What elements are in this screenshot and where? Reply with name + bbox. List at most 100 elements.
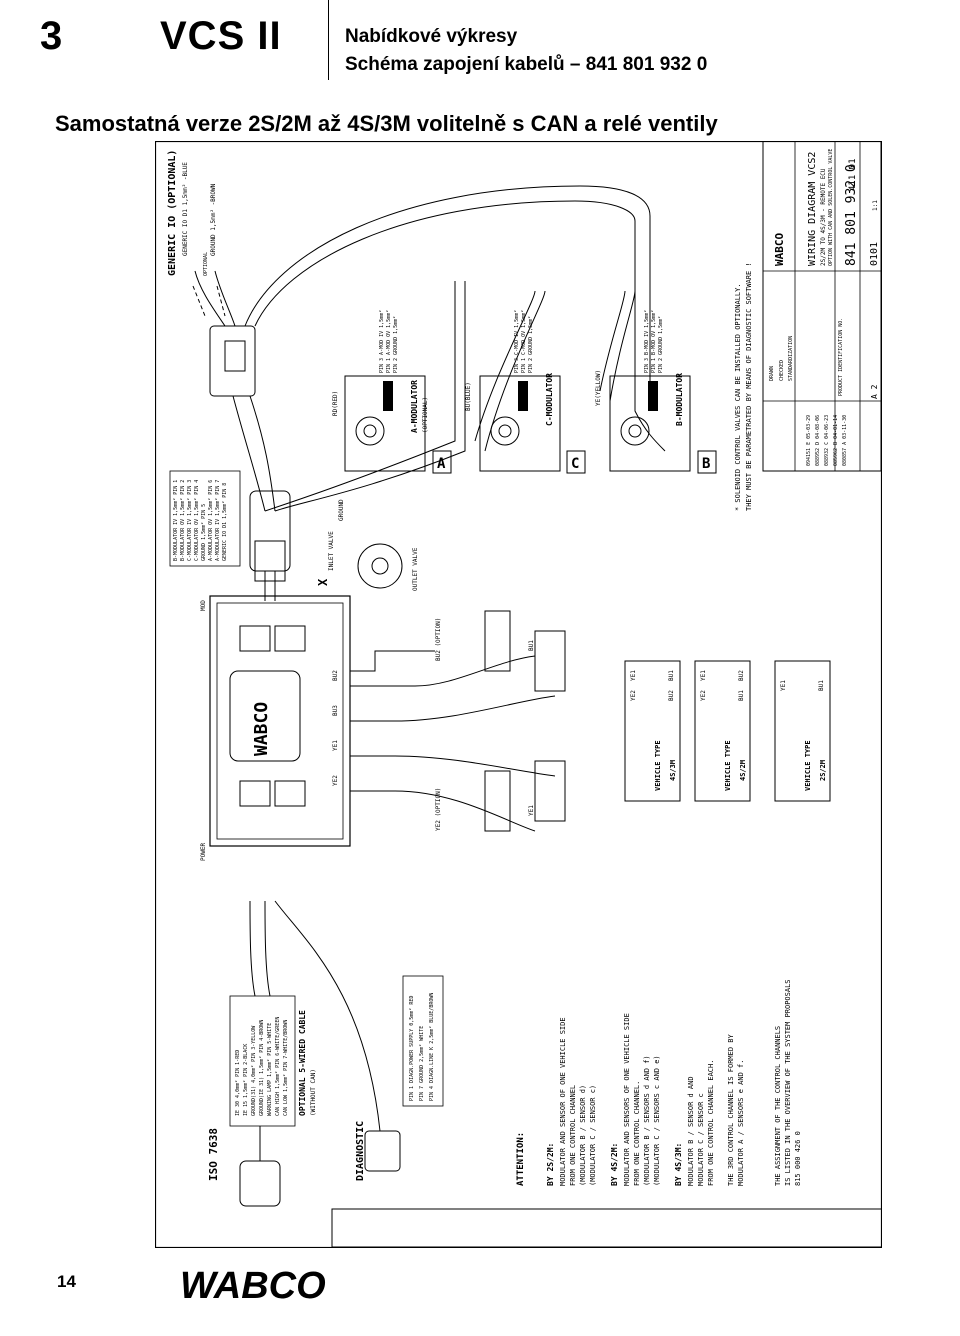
mod-pin-8: GENERIC IO D1 1,5mm² PIN 8 (222, 483, 228, 561)
attention-block-3-line-11: 815 000 426 0 (794, 1131, 802, 1186)
iso-title: ISO 7638 (207, 1128, 220, 1181)
mod-connector (249, 490, 291, 601)
modulator-c-pin-3: PIN 2 GROUND 1,5mm² (528, 316, 534, 373)
modulator-c-pin-2: PIN 1 C-MOD OV 1,5mm² (521, 310, 527, 373)
title-block-size: A 2 (870, 384, 879, 399)
mod-pin-table: B-MODULATOR IV 1,5mm² PIN 1 B-MODULATOR … (169, 470, 241, 567)
vehicle-type-2-type: 4S/2M (739, 760, 747, 781)
modulator-cables (264, 281, 636, 512)
modulator-b-pin-2: PIN 1 B-MOD OV 1,5mm² (651, 310, 657, 373)
vehicle-type-3-label: VEHICLE TYPE (804, 740, 812, 791)
generic-io-title: GENERIC IO (OPTIONAL) (167, 150, 178, 276)
header-subtitle-2: Schéma zapojení kabelů – 841 801 932 0 (345, 54, 708, 75)
modulator-a-pin-2: PIN 1 A-MOD OV 1,5mm² (386, 310, 392, 373)
modulator-c: BU(BLUE) C-MODULATOR PIN 3 C-MOD IV 1,5m… (465, 310, 586, 474)
vehicle-type-1-top-2: YE1 (630, 670, 637, 681)
title-block-revision-3: 088932 C 04-06-23 (824, 415, 830, 466)
vehicle-type-1-top-1: YE2 (630, 690, 637, 701)
sensor-cables: BU2 (OPTION) BU1 YE2 (OPTION) YE1 (350, 610, 566, 832)
vehicle-type-3-bottom-1: BU1 (818, 680, 825, 691)
title-block-revision-4: 085962 B 04-01-14 (833, 415, 839, 466)
mod-pin-3: C-MODULATOR IV 1,5mm² PIN 3 (187, 480, 193, 561)
attention-block-2-line-1: MODULATOR AND SENSORS OF ONE VEHICLE SID… (623, 1013, 631, 1186)
iso-line-3: GROUND(31) 4,0mm² PIN 3-YELLOW (251, 1025, 257, 1116)
vehicle-type-1-bottom-1: BU2 (668, 690, 675, 701)
vehicle-type-2-top-1: YE2 (700, 690, 707, 701)
modulator-a-name: A-MODULATOR (410, 380, 419, 433)
title-block-revision-5: 080857 A 03-11-30 (842, 415, 848, 466)
diagnostic-line-1: PIN 1 DIAGN.POWER SUPPLY 0,5mm² RED (409, 996, 415, 1101)
attention-block-1-line-3: (MODULATOR B / SENSOR d) (579, 1085, 587, 1186)
attention-block-3-line-2: MODULATOR C / SENSOR c (697, 1093, 705, 1186)
valve-ground: GROUND (338, 499, 345, 521)
title-block-line-3: OPTION WITH CAN AND SOLEN.CONTROL VALVE (828, 149, 834, 266)
title-block-revision-1: 094151 E 05-03-29 (806, 415, 812, 466)
mod-pin-1: B-MODULATOR IV 1,5mm² PIN 1 (173, 480, 179, 561)
title-block: WABCO WIRING DIAGRAM VCS2 2S/2M TO 4S/3M… (762, 141, 882, 472)
generic-io-line-2: GROUND 1,5mm² -BROWN (210, 183, 217, 256)
attention-block-3-line-1: MODULATOR B / SENSOR d AND (687, 1076, 695, 1186)
attention-block-3-line-10: IS LISTED IN THE OVERVIEW OF THE SYSTEM … (784, 979, 792, 1186)
title-block-product-id: PRODUCT IDENTIFICATION NO. (838, 318, 844, 396)
sensor-bu1: BU1 (528, 640, 535, 651)
header-subtitle-1: Nabídkové výkresy (345, 26, 518, 47)
ecu-port-bu3: BU3 (332, 705, 339, 716)
attention-block-2-line-3: (MODULATOR B / SENSORS d AND f) (643, 1055, 651, 1186)
valve-x: X (316, 578, 330, 586)
attention-block-3-line-3: FROM ONE CONTROL CHANNEL EACH. (707, 1060, 715, 1186)
vehicle-type-2-bottom-2: BU2 (738, 670, 745, 681)
ecu-port-bu2: BU2 (332, 670, 339, 681)
mod-pin-4: C-MODULATOR OV 1,5mm² PIN 4 (194, 480, 200, 561)
valve-detail: INLET VALVE GROUND OUTLET VALVE X (316, 499, 419, 591)
modulator-b-color: YE(YELLOW) (595, 370, 602, 406)
valve-outlet: OUTLET VALVE (412, 547, 419, 591)
iso-line-2: IE 15 1,5mm² PIN 2-BLACK (243, 1044, 249, 1116)
diagnostic-line-3: PIN 4 DIAGN.LINE K 2,5mm² BLUE/BROWN (429, 993, 435, 1101)
attention-block-1-head: BY 2S/2M: (546, 1143, 555, 1186)
diagnostic-block: DIAGNOSTIC PIN 1 DIAGN.POWER SUPPLY 0,5m… (274, 900, 444, 1181)
title-block-brand: WABCO (773, 233, 786, 266)
wabco-logo-text: WABCO (180, 1265, 326, 1307)
iso-line-6: CAN HIGH 1,5mm² PIN 6-WHITE/GREEN (275, 1017, 281, 1116)
ecu-port-ye2: YE2 (332, 775, 339, 786)
sensor-ye2: YE2 (OPTION) (435, 788, 442, 831)
ecu-unit: WABCO BU2 BU3 YE1 YE2 MOD POWER (200, 595, 351, 861)
wiring-diagram: GENERIC IO (OPTIONAL) GENERIC IO D1 1,5m… (155, 141, 882, 1248)
ecu-power-label: POWER (200, 843, 207, 861)
vehicle-type-boxes: VEHICLE TYPE 4S/3M YE2 YE1 BU2 BU1 VEHIC… (624, 660, 831, 802)
modulator-b-name: B-MODULATOR (675, 373, 684, 426)
vehicle-type-1-type: 4S/3M (669, 760, 677, 781)
iso-7638-block: ISO 7638 IE 30 4,0mm² PIN 1-RED IE 15 1,… (207, 900, 317, 1207)
attention-block-1-line-1: MODULATOR AND SENSOR OF ONE VEHICLE SIDE (559, 1017, 567, 1186)
title-block-standard: STANDARDIZATION (788, 336, 794, 381)
modulator-c-letter: C (571, 456, 579, 472)
iso-cable-note: (WITHOUT CAN) (310, 1069, 317, 1116)
mod-pin-7: A-MODULATOR IV 1,5mm² PIN 7 (215, 480, 221, 561)
attention-notes: ATTENTION: BY 2S/2M: MODULATOR AND SENSO… (516, 979, 802, 1186)
vehicle-type-1-label: VEHICLE TYPE (654, 740, 662, 791)
attention-block-3-line-6: MODULATOR A / SENSORS e AND f. (737, 1060, 745, 1186)
diagnostic-line-2: PIN 7 GROUND 2,5mm² WHITE (419, 1026, 425, 1101)
iso-line-4: GROUND(IE 31) 1,5mm² PIN 4-BROWN (259, 1020, 265, 1116)
modulator-b-letter: B (702, 456, 710, 472)
title-block-code: 0101 (869, 242, 880, 266)
title-block-drawn: DRAWN (769, 366, 775, 381)
mod-pin-2: B-MODULATOR OV 1,5mm² PIN 2 (180, 480, 186, 561)
vehicle-type-3-top-1: YE1 (780, 680, 787, 691)
attention-block-3-line-5: THE 3RD CONTROL CHANNEL IS FORMED BY (727, 1033, 735, 1186)
attention-block-3-line-9: THE ASSIGNMENT OF THE CONTROL CHANNELS (774, 1026, 782, 1186)
modulator-b-pin-3: PIN 2 GROUND 1,5mm² (658, 316, 664, 373)
title-block-revision-2: 088952 D 04-08-06 (815, 415, 821, 466)
modulator-c-pin-1: PIN 3 C-MOD IV 1,5mm² (514, 310, 520, 373)
generic-io-cable (192, 185, 666, 512)
attention-block-2-head: BY 4S/2M: (610, 1143, 619, 1186)
title-block-checked: CHECKED (779, 360, 785, 381)
attention-block-2-line-4: (MODULATOR C / SENSORS c AND e) (653, 1055, 661, 1186)
footnote-2: THEY MUST BE PARAMETRATED BY MEANS OF DI… (745, 262, 753, 511)
modulator-a-letter: A (437, 456, 446, 472)
attention-block-3-head: BY 4S/3M: (674, 1143, 683, 1186)
sensor-ye1: YE1 (528, 805, 535, 816)
title-block-sheet: 411 01 (848, 158, 858, 191)
mod-pin-5: GROUND 1,5mm² PIN 5 (201, 504, 207, 561)
product-title: VCS II (160, 14, 282, 58)
